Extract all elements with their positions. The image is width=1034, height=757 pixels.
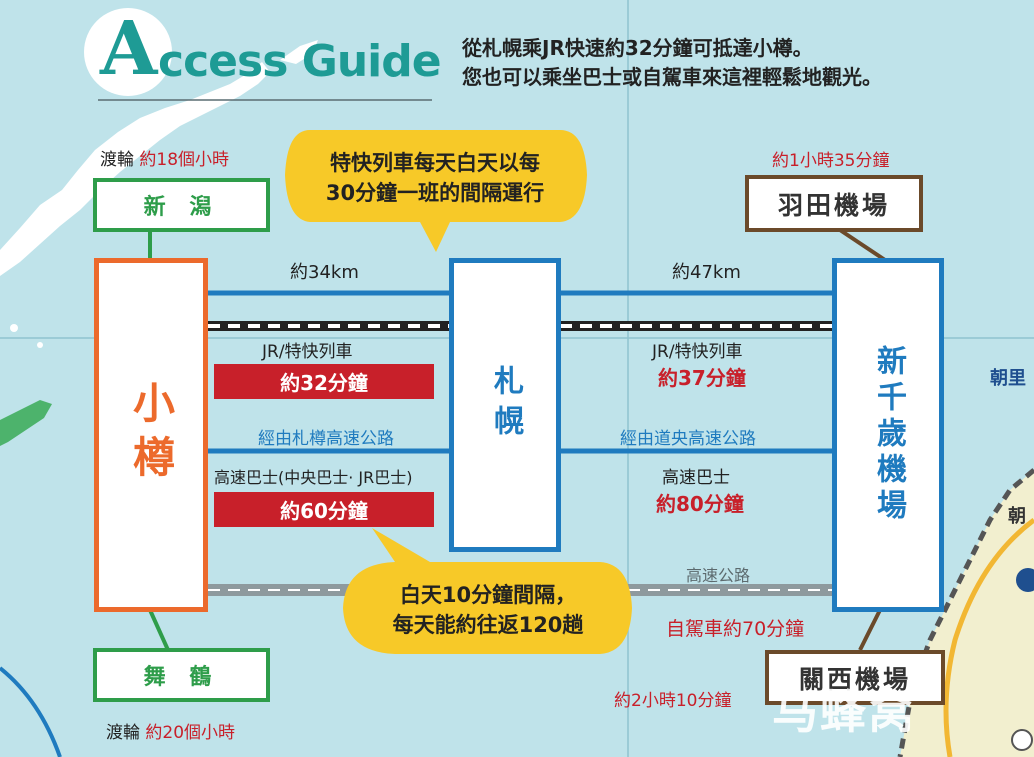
ferry-mode: 渡輪 (100, 150, 134, 170)
train-bubble-text: 特快列車每天白天以每 30分鐘一班的間隔運行 (300, 148, 570, 208)
bus-label-otaru-sapporo: 高速巴士(中央巴士· JR巴士) (214, 468, 413, 487)
connector-kansai (858, 609, 882, 651)
bus-time-sapporo-chitose: 約80分鐘 (656, 492, 744, 516)
node-otaru: 小樽 (94, 258, 208, 612)
title-circle (84, 8, 172, 96)
node-niigata: 新 潟 (93, 178, 270, 232)
node-new-chitose: 新千歲機場 (832, 258, 944, 612)
jr-time-otaru-sapporo: 約32分鐘 (214, 364, 434, 399)
rail-line-sapporo-chitose (560, 321, 832, 331)
road-sign-icon (1016, 568, 1034, 592)
ferry-label-maizuru: 渡輪 約20個小時 (106, 718, 235, 743)
ferry-label-niigata: 渡輪 約18個小時 (100, 145, 229, 170)
distance-otaru-sapporo: 約34km (290, 262, 359, 283)
bus-bubble-line-1: 白天10分鐘間隔， (399, 583, 577, 607)
jr-label-sapporo-chitose: JR/特快列車 (652, 342, 743, 362)
highway-label: 高速公路 (686, 566, 751, 585)
node-sapporo: 札幌 (449, 258, 561, 552)
intro-text: 從札幌乘JR快速約32分鐘可抵達小樽。 您也可以乘坐巴士或自駕車來這裡輕鬆地觀光… (462, 34, 882, 92)
node-maizuru: 舞 鶴 (93, 648, 270, 702)
expressway-label-sapporo-chitose: 經由道央高速公路 (620, 429, 756, 449)
bus-label-sapporo-chitose: 高速巴士 (662, 468, 730, 488)
connector-haneda (838, 228, 887, 262)
train-bubble-line-2: 30分鐘一班的間隔運行 (325, 181, 545, 205)
island-shape (10, 324, 18, 332)
distance-sapporo-chitose: 約47km (672, 262, 741, 283)
drive-time-label: 自駕車約70分鐘 (666, 618, 805, 640)
intro-line-1: 從札幌乘JR快速約32分鐘可抵達小樽。 (462, 36, 813, 60)
bus-bubble-shape (343, 528, 632, 654)
bus-bubble-line-2: 每天能約往返120趟 (392, 613, 584, 637)
train-bubble-shape (285, 130, 587, 252)
island-shape (37, 342, 43, 348)
title-initial: A (100, 6, 158, 92)
expressway-label-otaru-sapporo: 經由札樽高速公路 (258, 429, 394, 449)
ferry-mode: 渡輪 (106, 723, 140, 743)
map-marker-icon (1011, 729, 1033, 751)
watermark-logo: 马蜂窝 (772, 685, 916, 739)
bus-time-otaru-sapporo: 約60分鐘 (214, 492, 434, 527)
ferry-time: 約18個小時 (139, 150, 230, 170)
bus-bubble-text: 白天10分鐘間隔， 每天能約往返120趟 (358, 580, 618, 640)
jr-time-sapporo-chitose: 約37分鐘 (658, 366, 746, 390)
place-label-asari: 朝里 (990, 368, 1026, 389)
node-kansai: 關西機場 (765, 650, 945, 705)
road-line (943, 517, 1034, 757)
green-island-shape (0, 400, 52, 446)
coast-arc (0, 666, 62, 757)
flight-time-haneda: 約1小時35分鐘 (772, 151, 890, 171)
intro-line-2: 您也可以乘坐巴士或自駕車來這裡輕鬆地觀光。 (462, 65, 882, 89)
ferry-time: 約20個小時 (145, 723, 236, 743)
jr-label-otaru-sapporo: JR/特快列車 (262, 342, 353, 362)
coastline-shape (0, 62, 270, 276)
train-bubble-line-1: 特快列車每天白天以每 (330, 151, 540, 175)
page-title: ccess Guide (158, 36, 442, 87)
connector-maizuru (148, 609, 170, 651)
node-haneda: 羽田機場 (745, 175, 923, 232)
flight-time-kansai: 約2小時10分鐘 (614, 691, 732, 711)
island-shape (280, 40, 318, 64)
place-label-asa: 朝 (1008, 506, 1026, 527)
